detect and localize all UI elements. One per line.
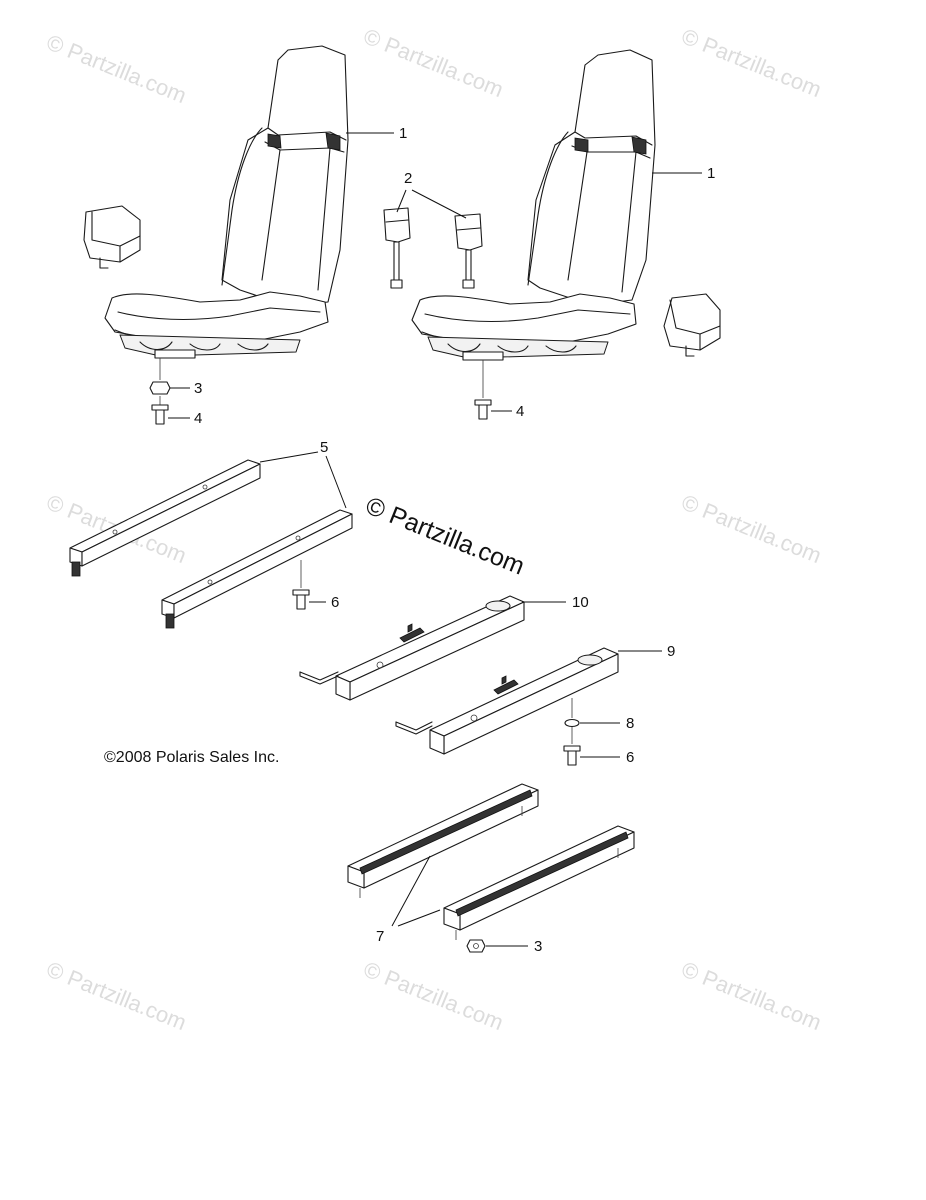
seat-left — [83, 45, 349, 359]
callout-4-bolt-right: 4 — [516, 403, 524, 420]
callout-2-buckle: 2 — [404, 170, 412, 187]
watermark: © Partzilla.com — [43, 956, 190, 1035]
copyright-notice: ©2008 Polaris Sales Inc. — [104, 749, 279, 766]
leader-lines — [168, 132, 702, 947]
left-seat-fasteners — [149, 358, 171, 425]
slide-rail-9 — [395, 647, 619, 755]
callout-10-rail: 10 — [572, 594, 589, 611]
track-nut — [466, 939, 486, 953]
slide-rail-10 — [299, 595, 525, 701]
watermark: © Partzilla.com — [360, 956, 507, 1035]
watermark: © Partzilla.com — [678, 956, 825, 1035]
seat-track-upper — [347, 783, 539, 898]
callout-3-track-nut: 3 — [534, 938, 542, 955]
right-seat-fasteners — [474, 360, 492, 420]
callout-6-bolt-upper: 6 — [331, 594, 339, 611]
callout-6-bolt-lower: 6 — [626, 749, 634, 766]
watermark: © Partzilla.com — [678, 489, 825, 568]
seat-track-lower — [443, 825, 635, 940]
callout-1-right-seat: 1 — [707, 165, 715, 182]
callout-4-bolt-left: 4 — [194, 410, 202, 427]
watermark: © Partzilla.com — [678, 23, 825, 102]
mount-bracket-upper — [69, 459, 261, 577]
callout-1-left-seat: 1 — [399, 125, 407, 142]
watermark: © Partzilla.com — [360, 23, 507, 102]
callout-3-nut: 3 — [194, 380, 202, 397]
buckle-pair — [383, 207, 483, 289]
callout-labels: 1 1 2 3 4 4 5 6 10 9 8 6 7 3 — [194, 125, 715, 955]
mount-bracket-lower — [161, 509, 353, 629]
center-watermark: © Partzilla.com — [362, 492, 529, 581]
seat-right — [411, 49, 721, 361]
watermark: © Partzilla.com — [43, 29, 190, 108]
callout-8-washer: 8 — [626, 715, 634, 732]
washer-and-bolt — [563, 698, 581, 766]
bolt-six-upper — [292, 560, 310, 610]
callout-7-track: 7 — [376, 928, 384, 945]
callout-5-bracket: 5 — [320, 439, 328, 456]
callout-9-rail: 9 — [667, 643, 675, 660]
